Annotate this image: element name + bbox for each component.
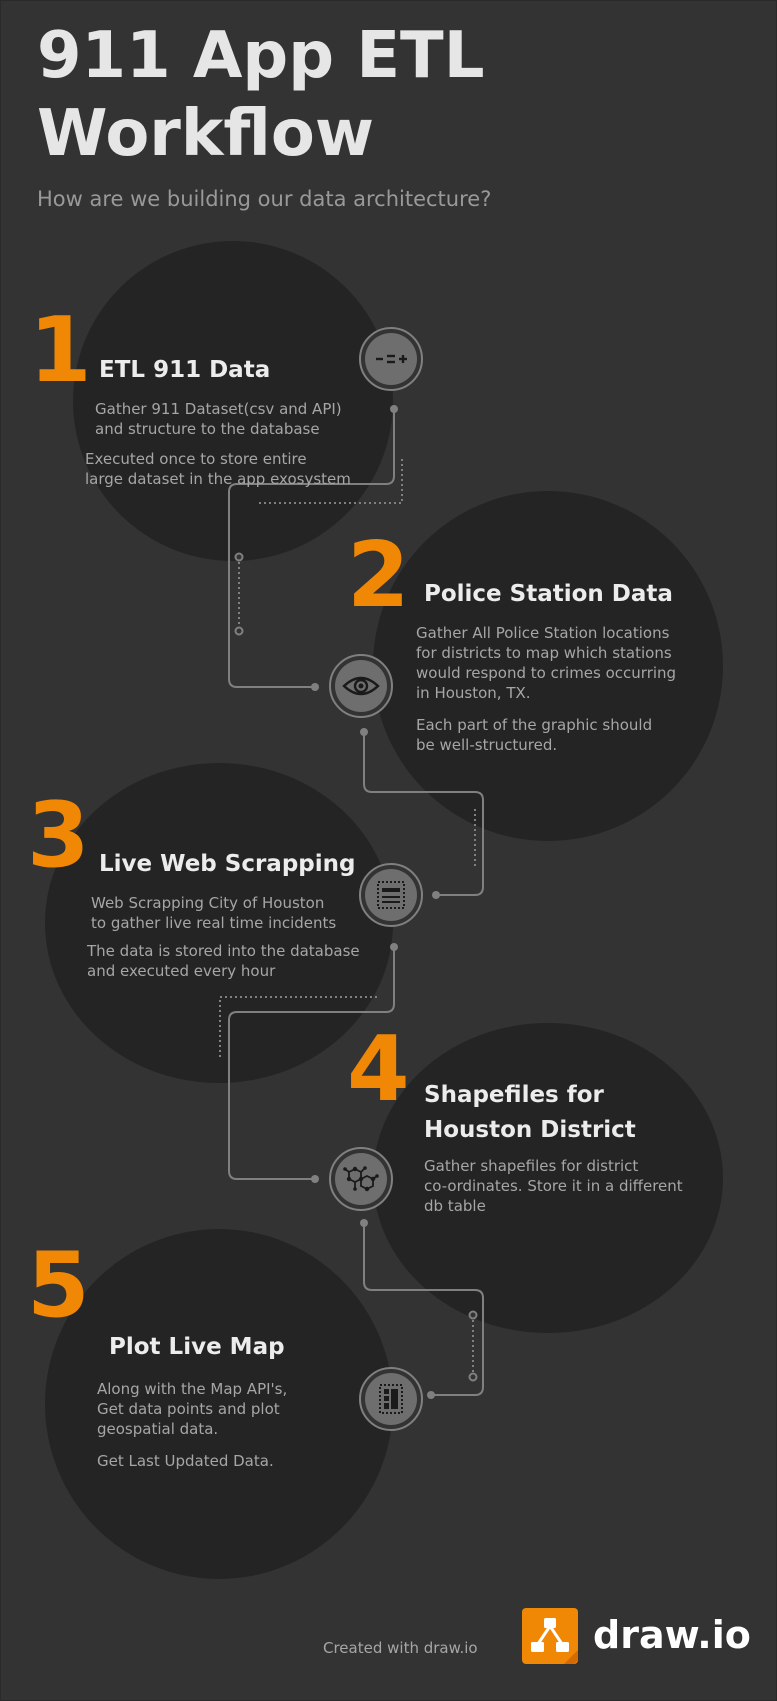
step-4-body: Gather shapefiles for district co-ordina… <box>424 1156 724 1216</box>
browser-window-icon <box>377 881 405 909</box>
step-5-number: 5 <box>27 1233 90 1338</box>
step-4-number: 4 <box>347 1017 410 1122</box>
step-4-body-line-1: Gather shapefiles for district co-ordina… <box>424 1157 683 1215</box>
step-1-body: Gather 911 Dataset(csv and API) and stru… <box>85 399 385 489</box>
step-1-circle <box>73 241 393 561</box>
step-5-body: Along with the Map API's, Get data point… <box>97 1379 387 1471</box>
step-1-title: ETL 911 Data <box>99 357 271 383</box>
drawio-logo-text: draw.io <box>593 1613 751 1657</box>
drawio-logo-icon <box>531 1618 578 1664</box>
step-2-circle <box>373 491 723 841</box>
page-title: 911 App ETL Workflow <box>37 19 485 171</box>
step-2-body: Gather All Police Station locations for … <box>416 623 716 755</box>
step-3-body-line-1: Web Scrapping City of Houston to gather … <box>91 894 337 932</box>
step-5-body-line-1: Along with the Map API's, Get data point… <box>97 1380 288 1438</box>
step-2-body-line-2: Each part of the graphic should be well-… <box>416 716 653 754</box>
step-3-circle <box>45 763 393 1083</box>
hexagon-network-icon <box>343 1166 379 1192</box>
step-4-icon-badge <box>329 1147 393 1211</box>
step-1-icon-badge <box>359 327 423 391</box>
step-2-body-line-1: Gather All Police Station locations for … <box>416 624 677 702</box>
step-5-title: Plot Live Map <box>109 1334 285 1360</box>
layout-grid-icon <box>379 1384 403 1414</box>
created-with-label: Created with draw.io <box>323 1639 478 1657</box>
step-2-number: 2 <box>347 523 410 628</box>
step-4-title: Shapefiles for Houston District <box>424 1082 636 1143</box>
step-3-icon-badge <box>359 863 423 927</box>
step-3-title: Live Web Scrapping <box>99 851 356 877</box>
step-4-circle <box>373 1023 723 1333</box>
drawio-logo[interactable] <box>522 1608 578 1664</box>
step-2-title: Police Station Data <box>424 581 673 607</box>
page-subtitle: How are we building our data architectur… <box>37 187 492 211</box>
step-2-icon-badge <box>329 654 393 718</box>
step-5-circle <box>45 1229 393 1579</box>
eye-icon <box>342 676 380 696</box>
step-3-body-line-2: The data is stored into the database and… <box>87 942 360 980</box>
step-1-number: 1 <box>29 298 92 403</box>
step-5-icon-badge <box>359 1367 423 1431</box>
step-1-body-line-1: Gather 911 Dataset(csv and API) and stru… <box>95 400 342 438</box>
step-3-body: Web Scrapping City of Houston to gather … <box>87 893 397 981</box>
step-1-body-line-2: Executed once to store entire large data… <box>85 450 351 488</box>
equation-icon <box>376 354 407 364</box>
step-3-number: 3 <box>27 783 90 888</box>
step-5-body-line-2: Get Last Updated Data. <box>97 1452 274 1470</box>
